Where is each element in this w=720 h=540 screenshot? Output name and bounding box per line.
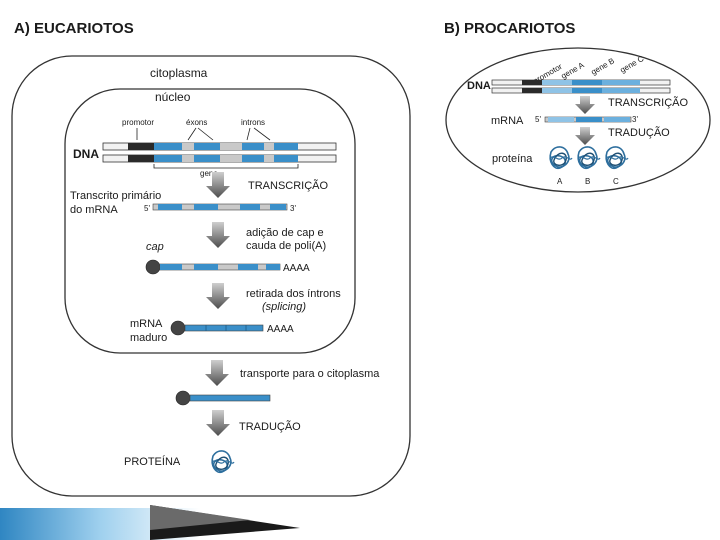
introns-label: introns: [241, 118, 265, 127]
protein-coil-icon: [211, 450, 235, 474]
citoplasma-label: citoplasma: [150, 66, 208, 80]
polya-tail-label-2: AAAA: [267, 324, 294, 335]
slide-footer-decoration: [0, 505, 300, 540]
intron-pointer-1: [246, 127, 251, 141]
intron-pointer-2: [253, 127, 271, 141]
promotor-label: promotor: [122, 118, 154, 127]
exons-label: éxons: [186, 118, 207, 127]
cytoplasm-mrna: [175, 390, 271, 406]
protein-a-coil-icon: [549, 146, 573, 170]
procariotos-title: B) PROCARIOTOS: [444, 20, 575, 37]
nucleus-membrane: [64, 88, 356, 354]
pro-traducao-arrow: [575, 127, 595, 145]
nucleo-label: núcleo: [155, 90, 191, 104]
transcrito-5prime: 5': [144, 204, 150, 213]
transporte-arrow: [205, 360, 229, 386]
transcricao-label: TRANSCRIÇÃO: [248, 179, 329, 192]
pro-mrna-3prime: 3': [632, 115, 638, 124]
adicao-arrow: [206, 222, 230, 248]
protein-c-coil-icon: [605, 146, 629, 170]
pro-prot-b-label: B: [585, 177, 590, 186]
pro-prot-c-label: C: [613, 177, 619, 186]
retirada-label-line2: (splicing): [262, 301, 306, 313]
pro-traducao-label: TRADUÇÃO: [608, 126, 670, 139]
pro-transcricao-label: TRANSCRIÇÃO: [608, 96, 689, 109]
eucariotos-title: A) EUCARIOTOS: [14, 20, 134, 37]
pro-mrna-label: mRNA: [491, 115, 524, 127]
transcricao-arrow: [206, 172, 230, 198]
splicing-arrow: [206, 283, 230, 309]
pro-mrna-strand: [544, 116, 632, 123]
dna-label: DNA: [73, 147, 99, 161]
cell-membrane: [11, 55, 411, 497]
pro-transcricao-arrow: [575, 96, 595, 114]
dna-double-strand: [102, 142, 337, 163]
traducao-label: TRADUÇÃO: [239, 420, 301, 433]
transcrito-3prime: 3': [290, 204, 296, 213]
protein-b-coil-icon: [577, 146, 601, 170]
transporte-label: transporte para o citoplasma: [240, 368, 380, 380]
mrna-maduro-line2: maduro: [130, 332, 167, 344]
adicao-label-line2: cauda de poli(A): [246, 240, 326, 252]
exon-pointer-1: [187, 127, 197, 141]
capped-transcript: [145, 259, 281, 275]
pro-mrna-5prime: 5': [535, 115, 541, 124]
proteina-label: PROTEÍNA: [124, 455, 181, 468]
prokaryote-cell: [445, 47, 711, 193]
gene-label: gene: [200, 169, 218, 178]
gene-bracket: [153, 164, 299, 169]
transcrito-label-line1: Transcrito primário: [70, 190, 161, 202]
traducao-arrow: [206, 410, 230, 436]
mature-mrna: [170, 320, 264, 336]
pro-proteina-label: proteína: [492, 153, 533, 165]
adicao-label-line1: adição de cap e: [246, 227, 324, 239]
transcrito-label-line2: do mRNA: [70, 204, 118, 216]
retirada-label-line1: retirada dos íntrons: [246, 288, 341, 300]
cap-label: cap: [146, 241, 164, 253]
pro-prot-a-label: A: [557, 177, 563, 186]
pro-dna-strand: [491, 79, 671, 94]
exon-pointer-2: [197, 127, 214, 141]
pro-gene-c-label: gene C: [619, 54, 646, 75]
polya-tail-label: AAAA: [283, 263, 310, 274]
mrna-maduro-line1: mRNA: [130, 318, 163, 330]
primary-transcript: [152, 203, 288, 211]
pro-dna-label: DNA: [467, 80, 491, 92]
pro-gene-a-label: gene A: [560, 60, 587, 81]
pro-gene-b-label: gene B: [590, 56, 616, 76]
